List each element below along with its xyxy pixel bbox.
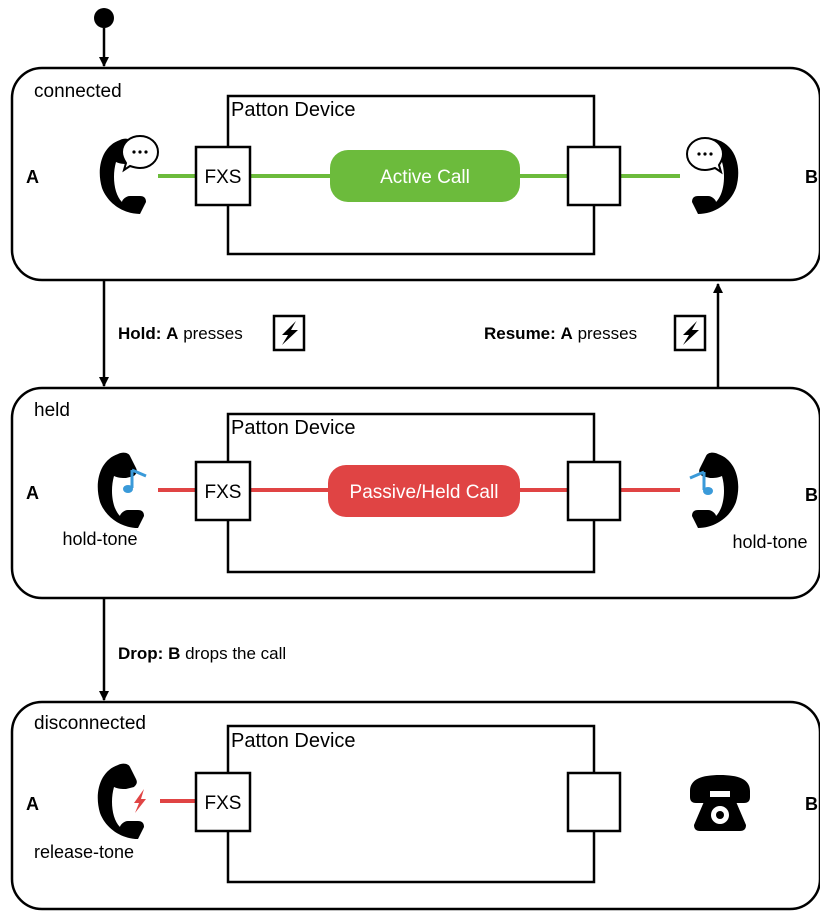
fxs-port-label: FXS [205, 793, 242, 814]
state-label-disconnected: disconnected [34, 713, 146, 734]
device-label: Patton Device [231, 417, 356, 439]
held-call-label: Passive/Held Call [350, 482, 499, 503]
speech-bubble-icon [685, 136, 725, 175]
fxs-port [194, 145, 252, 207]
hold-transition-label: Hold: A presses [118, 324, 243, 343]
fxs-port [194, 771, 252, 833]
initial-state-dot [94, 8, 114, 28]
state-connected: connected A B Patton Device FXS Active C… [10, 66, 820, 282]
hold-tone-label-a: hold-tone [62, 529, 137, 549]
party-b-label: B [805, 794, 818, 814]
party-a-label: A [26, 483, 39, 503]
active-call-label: Active Call [380, 167, 470, 188]
fxs-port [194, 460, 252, 522]
party-a-label: A [26, 167, 39, 187]
resume-transition-label: Resume: A presses [484, 324, 637, 343]
state-label-connected: connected [34, 81, 122, 102]
party-b-label: B [805, 167, 818, 187]
party-a-label: A [26, 794, 39, 814]
state-held: held A B Patton Device FXS Passive/Held … [10, 386, 820, 600]
active-call-pill [330, 150, 520, 202]
hold-tone-label-b: hold-tone [732, 532, 807, 552]
speech-bubble-icon [120, 134, 160, 173]
release-tone-label: release-tone [34, 842, 134, 862]
state-label-held: held [34, 400, 70, 421]
remote-port [566, 771, 622, 833]
held-call-pill [328, 465, 520, 517]
flash-key-icon [272, 314, 306, 352]
music-note-icon [123, 468, 147, 493]
flash-key-icon [673, 314, 707, 352]
phone-handset-icon [97, 763, 144, 839]
drop-transition-label: Drop: B drops the call [118, 644, 286, 663]
party-b-label: B [805, 485, 818, 505]
remote-port [566, 460, 622, 522]
device-label: Patton Device [231, 730, 356, 752]
lightning-icon [134, 789, 146, 813]
fxs-port-label: FXS [205, 482, 242, 503]
state-box-disconnected [10, 700, 820, 911]
desk-phone-icon [690, 775, 750, 831]
remote-port [566, 145, 622, 207]
music-note-icon [689, 470, 713, 495]
device-label: Patton Device [231, 99, 356, 121]
state-disconnected: disconnected A B Patton Device FXS relea… [10, 700, 820, 911]
fxs-port-label: FXS [205, 167, 242, 188]
